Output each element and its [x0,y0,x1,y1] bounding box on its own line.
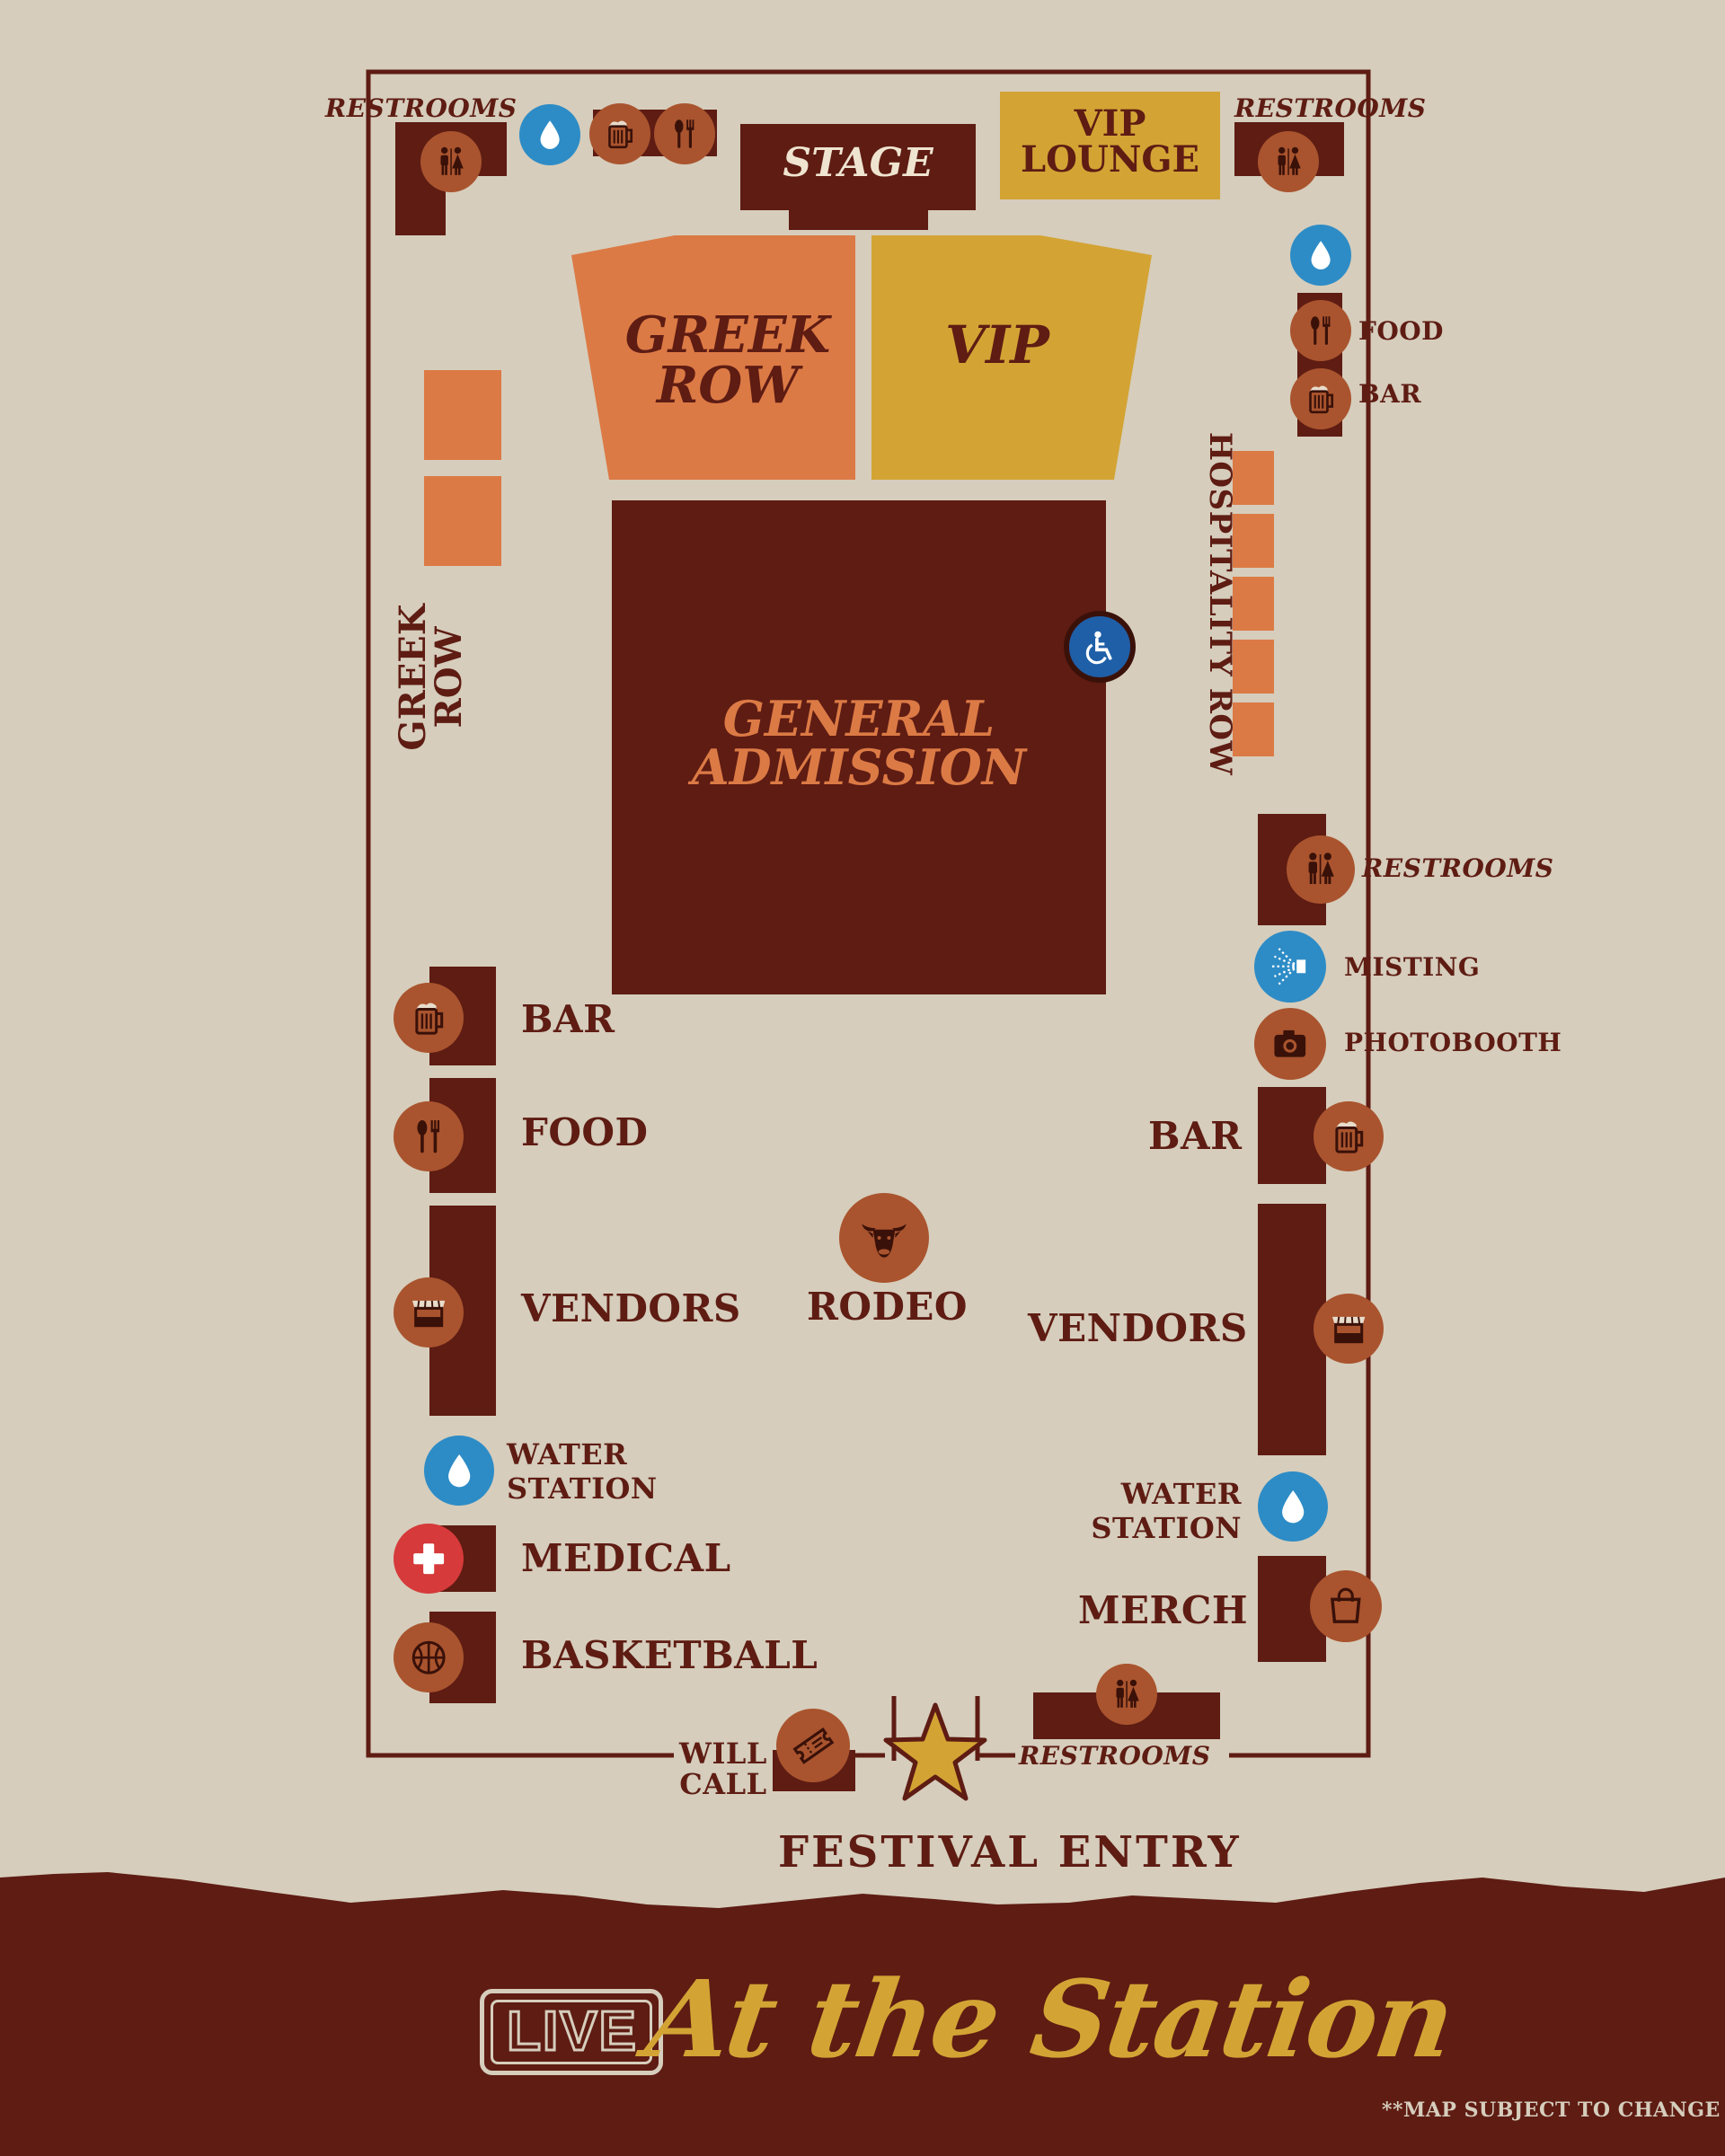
water-station-r-label: WATER STATION [1084,1477,1242,1546]
bar-r-label: BAR [1358,379,1422,409]
vip-lounge-block [1000,92,1220,199]
fork-spoon-icon [654,103,715,164]
vip-label: VIP [945,314,1049,376]
hospitality-block-1 [1233,451,1274,505]
water-station-l-line1: WATER [507,1437,628,1471]
bar-r2-label: BAR [1148,1114,1243,1158]
stage-block [740,124,976,210]
vendor-stall-icon [394,1277,464,1348]
hospitality-row-label: HOSPITALITY ROW [1202,431,1238,776]
brand-script: At the Station [640,1957,1461,2081]
restrooms-b-label: RESTROOMS [1019,1741,1211,1771]
live-badge-inner [491,2000,652,2064]
restrooms-r-label: RESTROOMS [1362,853,1554,883]
ticket-icon [776,1709,850,1782]
fork-spoon-icon [1290,300,1351,361]
hospitality-block-4 [1233,640,1274,694]
stage-step [789,207,928,230]
fork-spoon-icon [394,1101,464,1171]
shopping-bag-icon [1310,1570,1382,1642]
star-icon [883,1702,987,1801]
camera-icon [1254,1008,1326,1080]
vip-lounge-label: VIP LOUNGE [1000,106,1220,178]
beer-mug-icon [1290,368,1351,429]
will-call-line1: WILL [679,1736,767,1771]
mist-spray-icon [1254,931,1326,1003]
water-drop-icon [519,104,580,165]
merch-label: MERCH [1078,1588,1249,1632]
water-drop-icon [424,1436,494,1506]
medical-cross-icon [394,1524,464,1594]
vendor-stall-icon [1314,1294,1384,1364]
water-drop-icon [1258,1471,1328,1542]
disclaimer-text: **MAP SUBJECT TO CHANGE [1382,2099,1721,2122]
medical-label: MEDICAL [521,1536,731,1580]
rodeo-label: RODEO [807,1285,969,1329]
greek-row-side-label: GREEK ROW [392,588,470,767]
ga-line2: ADMISSION [691,738,1027,796]
bull-head-icon [839,1193,929,1283]
food-l-label: FOOD [521,1110,649,1154]
water-station-r-line2: STATION [1091,1511,1242,1546]
greek-row-side-line2: ROW [428,626,470,729]
ga-line1: GENERAL [722,690,995,747]
beer-mug-icon [1314,1101,1384,1171]
misting-label: MISTING [1344,952,1481,982]
restrooms-tl-label: RESTROOMS [325,93,518,123]
restrooms-tr-label: RESTROOMS [1234,93,1427,123]
restroom-tr-icon [1258,131,1319,192]
vendors-r-label: VENDORS [1028,1306,1248,1350]
food-r-label: FOOD [1358,316,1444,346]
bar-l-label: BAR [521,997,615,1041]
water-drop-icon [1290,225,1351,286]
water-station-r-line1: WATER [1120,1477,1242,1511]
hospitality-block-3 [1233,577,1274,631]
general-admission-label: GENERAL ADMISSION [612,694,1106,791]
hospitality-block-5 [1233,702,1274,756]
will-call-line2: CALL [679,1766,767,1801]
general-admission-zone [612,500,1106,994]
greek-row-side-block-2 [424,476,501,566]
will-call-label: WILL CALL [679,1736,767,1801]
mountain-footer [0,1872,1725,2156]
stage-label: STAGE [783,140,933,186]
vendors-l-label: VENDORS [521,1286,741,1330]
festival-entry-label: FESTIVAL ENTRY [778,1827,1242,1878]
greek-row-side-line1: GREEK [392,604,434,751]
live-badge [480,1989,663,2075]
greek-row-side-block-1 [424,370,501,460]
wheelchair-icon [1064,611,1136,683]
greek-row-front-line2: ROW [656,356,800,415]
photobooth-label: PHOTOBOOTH [1344,1028,1562,1057]
restroom-b-icon [1096,1664,1157,1725]
live-text: LIVE [506,2000,638,2064]
restroom-r-icon [1287,835,1355,904]
vip-zone [871,235,1152,480]
greek-row-front-zone [571,235,855,480]
vip-lounge-line1: VIP [1074,102,1146,145]
beer-mug-icon [589,103,650,164]
basketball-label: BASKETBALL [521,1633,818,1677]
basketball-icon [394,1622,464,1692]
greek-row-front-line1: GREEK [624,305,831,365]
water-station-l-label: WATER STATION [507,1437,658,1507]
hospitality-block-2 [1233,514,1274,568]
beer-mug-icon [394,983,464,1053]
restroom-tl-icon [420,131,482,192]
water-station-l-line2: STATION [507,1471,658,1507]
greek-row-front-label: GREEK ROW [593,310,862,411]
vip-lounge-line2: LOUNGE [1020,138,1200,181]
